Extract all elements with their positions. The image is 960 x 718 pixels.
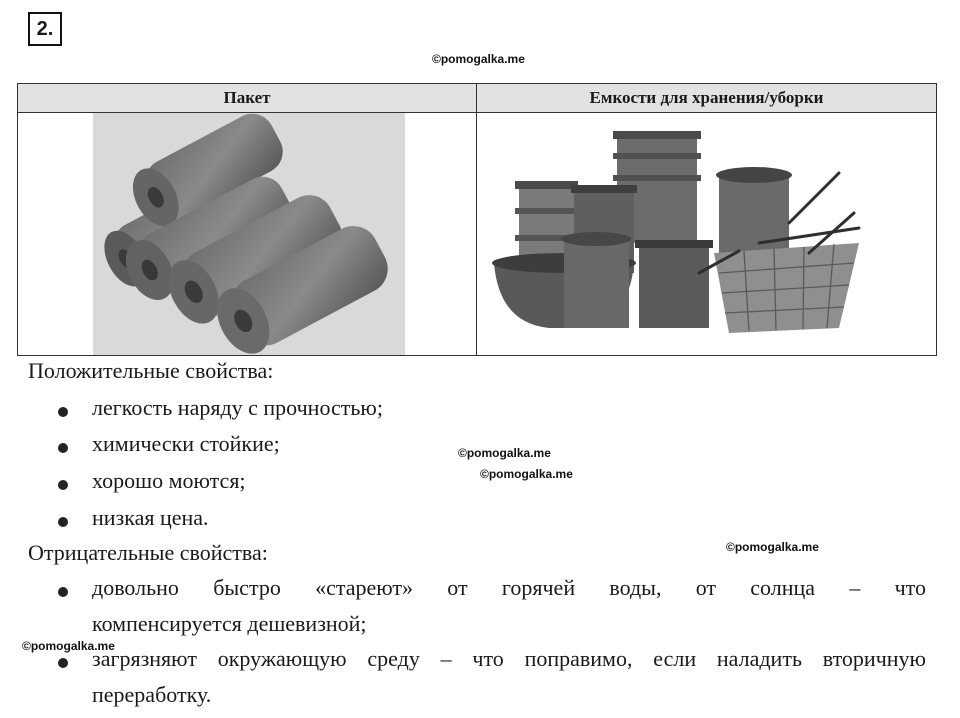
header-bag: Пакет: [17, 83, 477, 113]
watermark-top: ©pomogalka.me: [432, 52, 525, 66]
positive-item-1: легкость наряду с прочностью;: [92, 395, 383, 420]
watermark-mid-2: ©pomogalka.me: [480, 467, 573, 481]
bullet-dot-icon: [58, 658, 68, 668]
positive-item-4: низкая цена.: [92, 505, 209, 530]
bullet-dot-icon: [58, 480, 68, 490]
cell-bag-image: [17, 112, 477, 356]
positive-item-3: хорошо моются;: [92, 468, 246, 493]
bullet-dot-icon: [58, 587, 68, 597]
negative-item-2-line-2: переработку.: [92, 682, 212, 707]
garbage-bag-rolls-image: [93, 113, 405, 355]
bullet-dot-icon: [58, 517, 68, 527]
positive-item-2: химически стойкие;: [92, 431, 280, 456]
negative-item-1-line-2: компенсируется дешевизной;: [92, 611, 367, 636]
bullet-dot-icon: [58, 443, 68, 453]
watermark-right: ©pomogalka.me: [726, 540, 819, 554]
materials-table: Пакет Емкости для хранения/уборки: [17, 83, 937, 356]
watermark-left: ©pomogalka.me: [22, 639, 115, 653]
plastic-containers-image: [489, 123, 874, 348]
watermark-mid-1: ©pomogalka.me: [458, 446, 551, 460]
positive-properties-title: Положительные свойства:: [28, 358, 274, 383]
bullet-dot-icon: [58, 407, 68, 417]
task-number: 2.: [28, 12, 62, 46]
negative-properties-title: Отрицательные свойства:: [28, 540, 268, 565]
header-containers: Емкости для хранения/уборки: [476, 83, 937, 113]
cell-containers-image: [476, 112, 937, 356]
